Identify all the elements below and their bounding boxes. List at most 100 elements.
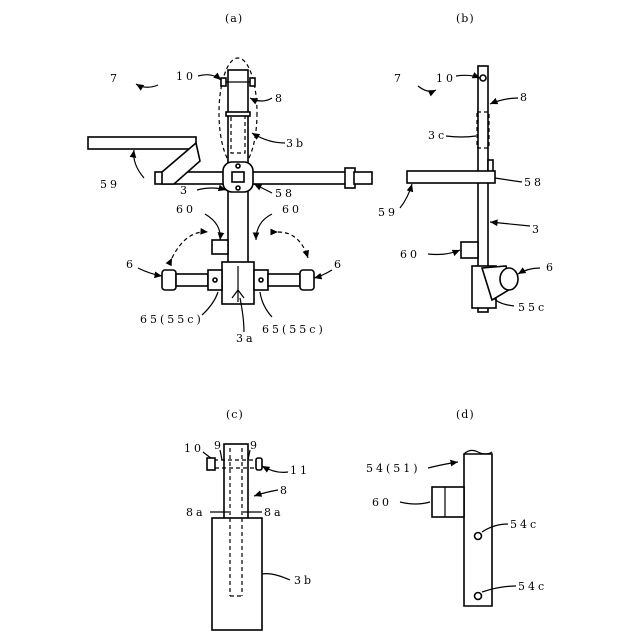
leader-b3c [446,136,476,137]
leader-c11 [262,466,288,472]
label-d-54: 54(51) [366,462,421,475]
leader-b3 [490,222,530,226]
label-a-3: 3 [180,184,190,197]
label-a-6r: 6 [334,258,344,271]
leader-a59 [134,150,144,178]
wheel-left [162,270,176,290]
label-b-3: 3 [532,223,542,236]
axle-right [268,274,300,286]
hole-54c-1 [475,533,482,540]
label-a-60l: 60 [176,203,196,216]
leader-b55c [494,298,514,306]
panel-title-b: (b) [456,12,475,25]
leader-b7 [418,86,436,91]
label-d-54c2: 54c [518,580,547,593]
label-c-9r: 9 [250,439,260,452]
label-a-8: 8 [275,92,285,105]
hub-left-hole [213,278,217,282]
leader-b10 [456,75,480,78]
outer-tube [212,518,262,630]
label-b-58: 58 [524,176,544,189]
bolt-head-left [221,78,226,86]
leader-a10 [198,75,221,80]
label-d-54c1: 54c [510,518,539,531]
panel-b: 7 10 8 3c 58 59 3 60 6 55c [378,66,556,314]
side-wheel [500,268,518,290]
label-c-8al: 8a [186,506,206,519]
panel-d: 54(51) 60 54c 54c [366,450,547,606]
clamp-window [232,172,244,182]
label-a-59: 59 [100,178,120,191]
label-c-10: 10 [184,442,204,455]
leader-c8 [254,490,278,496]
swing-arc-right [278,232,308,258]
label-c-8: 8 [280,484,290,497]
handle-bar [88,137,196,149]
label-a-10: 10 [176,70,196,83]
hole-54c-2 [475,593,482,600]
side-block-60 [461,242,478,258]
side-handle [407,171,495,183]
leader-b58 [495,178,522,182]
block-d60 [432,487,464,517]
axle-left [176,274,208,286]
label-c-3b: 3b [294,574,314,587]
leader-a60r [256,214,272,240]
leader-b60 [428,250,460,255]
wheel-right [300,270,314,290]
leader-d60 [400,502,430,504]
hub-right-hole [259,278,263,282]
panel-c: 10 9 9 11 8 8a 8a 3b [184,439,314,630]
label-d-60: 60 [372,496,392,509]
label-c-11: 11 [290,464,310,477]
label-a-58: 58 [275,187,295,200]
leader-a3b [252,133,285,143]
leader-a6r [314,270,332,278]
label-b-55c: 55c [518,301,547,314]
label-c-8ar: 8a [264,506,284,519]
label-a-65r: 65(55c) [262,323,326,336]
clamp-hole-bottom [236,186,240,190]
leader-b8 [490,98,518,104]
bolt-head-right [250,78,255,86]
panel-title-a: (a) [225,12,243,25]
leader-a60l [205,214,220,240]
leader-a65l [202,292,218,315]
plate-54 [464,454,492,606]
label-b-3c: 3c [428,129,447,142]
leader-a58 [254,184,272,193]
label-c-9l: 9 [214,439,224,452]
leader-d54 [428,462,458,468]
sleeve-cap [226,112,250,116]
panel-title-c: (c) [226,408,244,421]
label-a-3a: 3a [236,332,256,345]
side-bracket [488,160,493,172]
label-b-60: 60 [400,248,420,261]
label-a-65l: 65(55c) [140,313,204,326]
leader-c3b [262,574,290,580]
leader-a3 [197,188,226,190]
side-pole-hole [480,75,486,81]
leader-b59 [400,184,412,208]
swing-arc-left [172,232,208,258]
panel-title-d: (d) [456,408,475,421]
leader-a8 [250,98,272,101]
pin-head-left [207,458,215,470]
label-b-8: 8 [520,91,530,104]
label-b-6: 6 [546,261,556,274]
label-a-7: 7 [110,72,120,85]
panel-a: 7 10 8 3b 59 3 58 60 60 6 6 65(55c) 65(5… [88,58,372,345]
leader-a6l [138,268,162,276]
bar-end [354,172,372,184]
leader-a7 [136,84,158,87]
clamp-hole-top [236,164,240,168]
pin-head-right [256,458,262,470]
leader-c10 [203,452,211,458]
label-b-10: 10 [436,72,456,85]
block-60 [212,240,228,254]
leader-b6 [518,268,540,274]
leader-a65r [260,292,272,317]
label-a-3b: 3b [286,137,306,150]
